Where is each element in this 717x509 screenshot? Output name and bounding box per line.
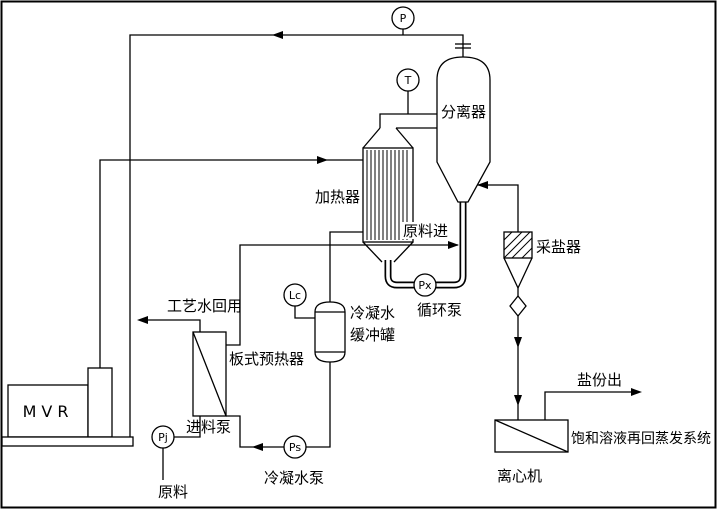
feed-pump-label: 进料泵 [186, 418, 231, 436]
duct-slant [362, 127, 381, 149]
plate-preheater-label: 板式预热器 [229, 350, 304, 368]
label-backing [401, 222, 451, 239]
flow-arrow-left-icon [252, 443, 263, 451]
condensate-pump-tag: Ps [289, 441, 301, 454]
condensate-tank-label-1: 冷凝水 [350, 304, 395, 322]
salt-collector-cone [503, 257, 533, 290]
flow-arrow-right-icon [448, 241, 459, 249]
level-controller: Lc [283, 283, 315, 319]
circulation-pipes [384, 202, 467, 289]
feed-pump-tag: Pj [158, 431, 168, 444]
centrifuge-diagonal [494, 419, 569, 453]
condensate-tank: 冷凝水 缓冲罐 [314, 301, 395, 363]
separator: 分离器 [436, 56, 491, 203]
flow-arrow-right-icon [317, 156, 328, 164]
temperature-indicator-icon [396, 68, 420, 92]
feed-line-preheater-to-evaporator [226, 241, 459, 346]
condensate-pump: Ps 冷凝水泵 [226, 415, 324, 487]
condensate-tank-label-2: 缓冲罐 [350, 326, 395, 344]
pipe-heater-to-pump [384, 260, 414, 289]
condensate-pump-discharge-pipe [226, 415, 284, 448]
condensate-pump-label: 冷凝水泵 [264, 469, 324, 487]
pressure-indicator-icon [391, 6, 415, 30]
vapor-line-separator-to-mvr [129, 31, 471, 437]
circulation-pump: Px 循环泵 [413, 273, 462, 319]
steam-pipe-line [99, 159, 363, 368]
feed-pump-discharge-pipe [174, 416, 201, 438]
condensate-pipe-line [329, 231, 363, 305]
solution-return-label: 饱和溶液再回蒸发系统 [571, 431, 711, 447]
preheater-diagonal [192, 331, 227, 417]
salt-collector: 采盐器 [503, 231, 581, 318]
separator-label: 分离器 [441, 103, 486, 121]
mvr-compressor-body [7, 384, 89, 438]
tank-outlet-pipe [306, 362, 331, 448]
flow-arrow-down-icon [514, 395, 522, 406]
process-water-pipe [140, 319, 201, 332]
flow-arrow-left-icon [272, 31, 283, 39]
centrifuge: 离心机 [494, 419, 569, 485]
flow-arrow-right-icon [631, 388, 642, 396]
level-controller-icon [283, 283, 307, 307]
salt-collector-label: 采盐器 [536, 238, 581, 256]
process-water-reuse-label: 工艺水回用 [167, 297, 242, 315]
mvr-label: MVR [23, 402, 74, 421]
steam-line-mvr-to-heater [99, 156, 363, 368]
condensate-tank-body [314, 301, 346, 363]
salt-out-pipe [544, 391, 638, 420]
pipe-heater-to-pump-bore [386, 260, 414, 287]
vapor-duct [362, 113, 437, 149]
feed-pump-symbol [151, 425, 175, 449]
centrifuge-label: 离心机 [497, 467, 542, 485]
flow-arrow-left-icon [477, 181, 488, 189]
temperature-tag: T [404, 74, 412, 87]
feed-in-label: 原料进 [403, 222, 448, 240]
level-control-tag: Lc [289, 289, 301, 302]
separator-vessel [436, 56, 491, 203]
pressure-tag: P [400, 12, 407, 25]
circulation-pump-tag: Px [418, 279, 432, 292]
condensate-line-heater-to-tank [329, 231, 363, 305]
flow-arrow-left-icon [137, 316, 148, 324]
heater: 加热器 [315, 147, 414, 263]
heater-bottom-slant [393, 241, 414, 263]
temperature-instrument: T [396, 68, 420, 114]
heater-bottom-slant [362, 241, 383, 263]
circulation-pump-symbol [413, 273, 437, 297]
plate-preheater: 板式预热器 [192, 331, 304, 417]
salt-collector-hatch [503, 231, 533, 259]
salt-discharge-line [514, 316, 522, 420]
vapor-pipe-line [129, 34, 464, 437]
duct-slant [395, 127, 414, 149]
condensate-pump-symbol [283, 435, 307, 459]
mvr-base [1, 436, 134, 447]
tank-to-pump-line [306, 362, 331, 448]
pipe-pump-to-separator-bore [436, 202, 465, 287]
heater-label: 加热器 [315, 188, 360, 206]
pressure-instrument: P [391, 6, 415, 35]
valve-icon [509, 294, 527, 318]
feed-in-label-group: 原料进 [401, 222, 451, 240]
salt-out-label: 盐份出 [577, 371, 622, 389]
raw-material-label: 原料 [158, 483, 188, 501]
mvr-tower [87, 367, 113, 438]
process-water-line: 工艺水回用 [137, 297, 242, 332]
flow-arrow-down-icon [514, 337, 522, 348]
salt-collector-line [477, 181, 519, 232]
circulation-pump-label: 循环泵 [417, 301, 462, 319]
salt-collector-pipe [477, 184, 519, 232]
mvr-unit: MVR [1, 367, 134, 447]
feed-pipe-line [226, 244, 458, 346]
level-instrument-line [294, 306, 315, 319]
duct-outer-line [379, 113, 437, 128]
feed-pump: Pj 进料泵 原料 [151, 416, 231, 501]
salt-out-line: 盐份出 [544, 371, 642, 420]
